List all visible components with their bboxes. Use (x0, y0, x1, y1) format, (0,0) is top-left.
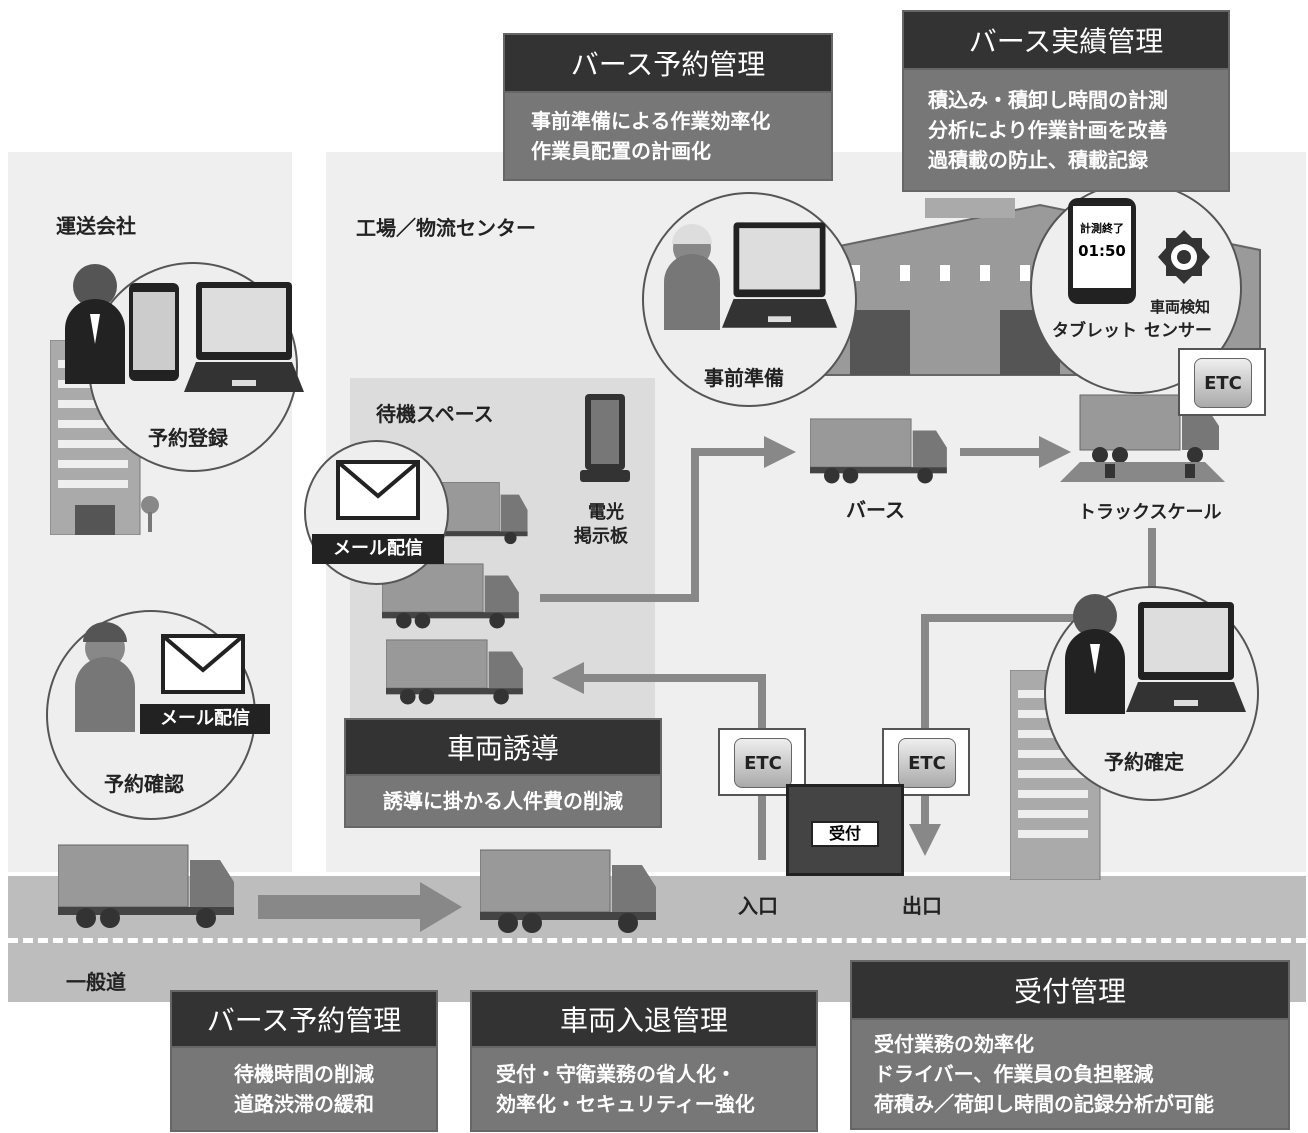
mail-waiting-icon (336, 460, 420, 520)
etc-chip: ETC (1194, 358, 1252, 408)
box-berth-reserve-bottom: バース予約管理 待機時間の削減 道路渋滞の緩和 (170, 990, 438, 1132)
box-reception-mgmt: 受付管理 受付業務の効率化 ドライバー、作業員の負担軽減 荷積み／荷卸し時間の記… (850, 960, 1290, 1130)
etc-chip: ETC (898, 738, 956, 788)
signboard-icon (580, 394, 630, 482)
box-body: 受付業務の効率化 ドライバー、作業員の負担軽減 荷積み／荷卸し時間の記録分析が可… (850, 1020, 1290, 1130)
box-title: 車両入退管理 (470, 990, 818, 1048)
box-body: 事前準備による作業効率化 作業員配置の計画化 (503, 93, 833, 181)
mail-confirm-badge: メール配信 (140, 704, 270, 734)
box-berth-reserve-top: バース予約管理 事前準備による作業効率化 作業員配置の計画化 (503, 33, 833, 181)
box-vehicle-entry: 車両入退管理 受付・守衛業務の省人化・ 効率化・セキュリティー強化 (470, 990, 818, 1132)
preparation-label: 事前準備 (704, 366, 784, 390)
businessman-left-icon (65, 264, 125, 384)
tablet-time: 01:50 (1078, 242, 1126, 260)
box-line: 分析により作業計画を改善 (928, 118, 1168, 142)
sensor-caption-1: 車両検知 (1150, 298, 1211, 316)
box-body: 誘導に掛かる人件費の削減 (344, 776, 662, 828)
box-body: 待機時間の削減 道路渋滞の緩和 (170, 1048, 438, 1132)
laptop-register-icon (184, 282, 304, 392)
box-line: 効率化・セキュリティー強化 (496, 1092, 755, 1116)
box-title: バース実績管理 (902, 10, 1230, 70)
reception-sign: 受付 (811, 821, 879, 847)
sensor-icon (1158, 230, 1210, 284)
truck-road-right (480, 849, 656, 933)
reception-booth: 受付 (786, 784, 904, 876)
worker-preparation-icon (664, 224, 720, 330)
laptop-fix-icon (1126, 602, 1246, 712)
etc-scale: ETC (1178, 348, 1266, 416)
road-label: 一般道 (66, 970, 126, 994)
box-body: 受付・守衛業務の省人化・ 効率化・セキュリティー強化 (470, 1048, 818, 1132)
tablet-icon: 計測終了 01:50 (1068, 198, 1136, 304)
box-line: 待機時間の削減 (234, 1062, 374, 1086)
reservation-fix-label: 予約確定 (1104, 750, 1184, 774)
factory-label: 工場／物流センター (356, 216, 536, 240)
mail-waiting-badge: メール配信 (312, 534, 444, 564)
entrance-label: 入口 (738, 894, 778, 918)
truck-waiting-3 (386, 639, 523, 705)
box-title: 受付管理 (850, 960, 1290, 1020)
box-line: 受付業務の効率化 (874, 1032, 1034, 1056)
box-line: 誘導に掛かる人件費の削減 (383, 789, 623, 813)
box-line: 積込み・積卸し時間の計測 (928, 88, 1168, 112)
box-line: 荷積み／荷卸し時間の記録分析が可能 (874, 1092, 1214, 1116)
waiting-label: 待機スペース (376, 402, 494, 426)
box-line: 作業員配置の計画化 (531, 139, 711, 163)
box-title: 車両誘導 (344, 718, 662, 776)
signboard-label-1: 電光 (588, 502, 624, 523)
box-line: 事前準備による作業効率化 (531, 109, 771, 133)
box-body: 積込み・積卸し時間の計測 分析により作業計画を改善 過積載の防止、積載記録 (902, 70, 1230, 192)
tablet-title: 計測終了 (1080, 222, 1124, 235)
truck-scale-illustration (1060, 394, 1225, 482)
box-vehicle-guidance: 車両誘導 誘導に掛かる人件費の削減 (344, 718, 662, 828)
worker-confirm-icon (75, 622, 135, 732)
tablet-screen: 計測終了 01:50 (1073, 206, 1131, 288)
carrier-label: 運送会社 (56, 214, 136, 238)
box-line: 道路渋滞の緩和 (234, 1092, 374, 1116)
box-line: 過積載の防止、積載記録 (928, 148, 1148, 172)
truck-berth (810, 418, 947, 484)
truck-scale-label: トラックスケール (1078, 502, 1222, 523)
etc-chip: ETC (734, 738, 792, 788)
sensor-caption-2: センサー (1144, 321, 1212, 341)
box-title: バース予約管理 (170, 990, 438, 1048)
truck-waiting-2 (382, 563, 519, 629)
reservation-register-label: 予約登録 (148, 426, 228, 450)
road-lane-line (8, 938, 1306, 943)
signboard-label-2: 掲示板 (574, 526, 628, 547)
exit-label: 出口 (902, 894, 942, 918)
berth-label: バース (846, 498, 905, 522)
mail-confirm-icon (161, 634, 245, 694)
box-berth-results: バース実績管理 積込み・積卸し時間の計測 分析により作業計画を改善 過積載の防止… (902, 10, 1230, 192)
box-title: バース予約管理 (503, 33, 833, 93)
box-line: 受付・守衛業務の省人化・ (496, 1062, 736, 1086)
truck-road-left (58, 844, 234, 928)
businessman-right-icon (1065, 594, 1125, 714)
reservation-confirm-label: 予約確認 (104, 772, 184, 796)
box-line: ドライバー、作業員の負担軽減 (874, 1062, 1154, 1086)
tablet-caption: タブレット (1052, 321, 1137, 341)
smartphone-icon (129, 283, 179, 381)
laptop-preparation-icon (722, 222, 837, 328)
